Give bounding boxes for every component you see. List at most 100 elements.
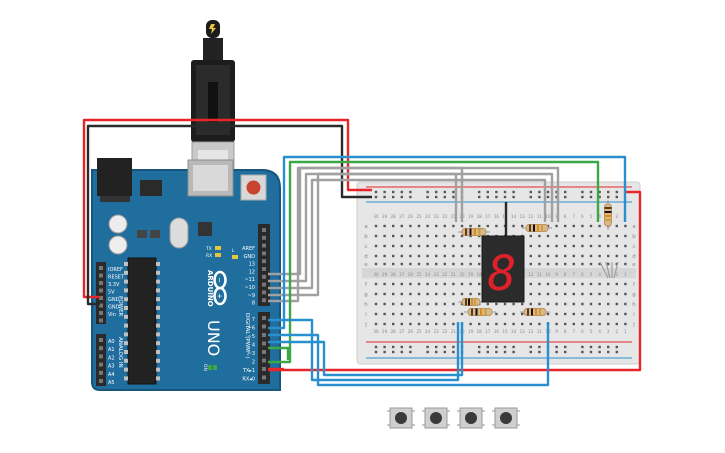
breadboard-hole[interactable] bbox=[426, 312, 429, 316]
breadboard-hole[interactable] bbox=[581, 312, 584, 316]
rail-hole[interactable] bbox=[607, 350, 610, 354]
breadboard-hole[interactable] bbox=[589, 302, 593, 306]
breadboard-hole[interactable] bbox=[374, 244, 378, 248]
rail-hole[interactable] bbox=[529, 350, 532, 354]
rail-hole[interactable] bbox=[581, 190, 584, 194]
rail-hole[interactable] bbox=[478, 190, 481, 194]
breadboard-hole[interactable] bbox=[564, 302, 567, 306]
breadboard-hole[interactable] bbox=[426, 262, 429, 266]
breadboard-hole[interactable] bbox=[392, 312, 395, 316]
breadboard-hole[interactable] bbox=[607, 282, 610, 286]
header-hole[interactable] bbox=[262, 333, 266, 337]
rail-hole[interactable] bbox=[512, 195, 515, 199]
breadboard-hole[interactable] bbox=[529, 234, 532, 238]
breadboard-hole[interactable] bbox=[529, 302, 532, 306]
breadboard-hole[interactable] bbox=[589, 282, 593, 286]
breadboard-hole[interactable] bbox=[469, 224, 472, 228]
breadboard-hole[interactable] bbox=[615, 234, 618, 238]
rail-hole[interactable] bbox=[443, 345, 446, 349]
breadboard-hole[interactable] bbox=[478, 292, 481, 296]
breadboard-hole[interactable] bbox=[598, 312, 601, 316]
breadboard-hole[interactable] bbox=[443, 244, 446, 248]
top-pin-header[interactable] bbox=[258, 224, 270, 306]
header-hole[interactable] bbox=[99, 273, 103, 278]
breadboard-hole[interactable] bbox=[615, 282, 618, 286]
rail-hole[interactable] bbox=[564, 190, 567, 194]
breadboard-hole[interactable] bbox=[546, 302, 550, 306]
rail-hole[interactable] bbox=[443, 350, 446, 354]
breadboard-hole[interactable] bbox=[374, 262, 378, 266]
breadboard-hole[interactable] bbox=[607, 254, 610, 258]
breadboard-hole[interactable] bbox=[478, 262, 481, 266]
breadboard-hole[interactable] bbox=[417, 282, 421, 286]
breadboard-hole[interactable] bbox=[452, 292, 455, 296]
rail-hole[interactable] bbox=[452, 350, 455, 354]
breadboard-hole[interactable] bbox=[452, 312, 455, 316]
header-hole[interactable] bbox=[99, 370, 103, 375]
breadboard-hole[interactable] bbox=[624, 244, 627, 248]
breadboard-hole[interactable] bbox=[383, 262, 386, 266]
breadboard-hole[interactable] bbox=[572, 322, 575, 326]
breadboard-hole[interactable] bbox=[383, 234, 386, 238]
rail-hole[interactable] bbox=[607, 195, 610, 199]
breadboard-hole[interactable] bbox=[589, 322, 593, 326]
rail-hole[interactable] bbox=[495, 195, 498, 199]
breadboard-hole[interactable] bbox=[400, 234, 403, 238]
breadboard-hole[interactable] bbox=[486, 302, 489, 306]
breadboard-hole[interactable] bbox=[469, 254, 472, 258]
breadboard-hole[interactable] bbox=[383, 292, 386, 296]
rail-hole[interactable] bbox=[400, 195, 403, 199]
breadboard-hole[interactable] bbox=[392, 282, 395, 286]
breadboard-hole[interactable] bbox=[443, 224, 446, 228]
breadboard-hole[interactable] bbox=[546, 312, 550, 316]
breadboard-hole[interactable] bbox=[624, 234, 627, 238]
breadboard-hole[interactable] bbox=[426, 244, 429, 248]
breadboard-hole[interactable] bbox=[409, 224, 412, 228]
breadboard-hole[interactable] bbox=[417, 234, 421, 238]
breadboard-hole[interactable] bbox=[589, 244, 593, 248]
breadboard-hole[interactable] bbox=[417, 292, 421, 296]
rail-hole[interactable] bbox=[443, 190, 446, 194]
rail-hole[interactable] bbox=[555, 190, 558, 194]
rail-hole[interactable] bbox=[538, 190, 541, 194]
breadboard-hole[interactable] bbox=[374, 254, 378, 258]
breadboard-hole[interactable] bbox=[607, 244, 610, 248]
rail-hole[interactable] bbox=[374, 195, 378, 199]
breadboard-hole[interactable] bbox=[572, 282, 575, 286]
rail-hole[interactable] bbox=[607, 345, 610, 349]
rail-hole[interactable] bbox=[538, 345, 541, 349]
breadboard-hole[interactable] bbox=[624, 282, 627, 286]
breadboard-hole[interactable] bbox=[392, 234, 395, 238]
breadboard-hole[interactable] bbox=[452, 322, 455, 326]
breadboard-hole[interactable] bbox=[443, 254, 446, 258]
breadboard-hole[interactable] bbox=[529, 292, 532, 296]
breadboard-hole[interactable] bbox=[469, 322, 472, 326]
breadboard-hole[interactable] bbox=[443, 262, 446, 266]
breadboard-hole[interactable] bbox=[460, 224, 464, 228]
breadboard-hole[interactable] bbox=[564, 244, 567, 248]
rail-hole[interactable] bbox=[486, 195, 489, 199]
breadboard-hole[interactable] bbox=[478, 254, 481, 258]
breadboard-hole[interactable] bbox=[521, 224, 524, 228]
breadboard-hole[interactable] bbox=[392, 302, 395, 306]
breadboard-hole[interactable] bbox=[615, 244, 618, 248]
breadboard-hole[interactable] bbox=[624, 254, 627, 258]
breadboard-hole[interactable] bbox=[460, 262, 464, 266]
rail-hole[interactable] bbox=[443, 195, 446, 199]
breadboard-hole[interactable] bbox=[452, 224, 455, 228]
breadboard-hole[interactable] bbox=[383, 302, 386, 306]
rail-hole[interactable] bbox=[478, 195, 481, 199]
resistor[interactable] bbox=[604, 200, 612, 230]
rail-hole[interactable] bbox=[486, 190, 489, 194]
breadboard-hole[interactable] bbox=[529, 244, 532, 248]
header-hole[interactable] bbox=[262, 324, 266, 329]
rail-hole[interactable] bbox=[392, 350, 395, 354]
breadboard-hole[interactable] bbox=[383, 312, 386, 316]
breadboard-hole[interactable] bbox=[503, 322, 507, 326]
breadboard-hole[interactable] bbox=[426, 282, 429, 286]
breadboard-hole[interactable] bbox=[478, 282, 481, 286]
breadboard-hole[interactable] bbox=[538, 302, 541, 306]
header-hole[interactable] bbox=[262, 298, 266, 303]
breadboard-hole[interactable] bbox=[452, 244, 455, 248]
